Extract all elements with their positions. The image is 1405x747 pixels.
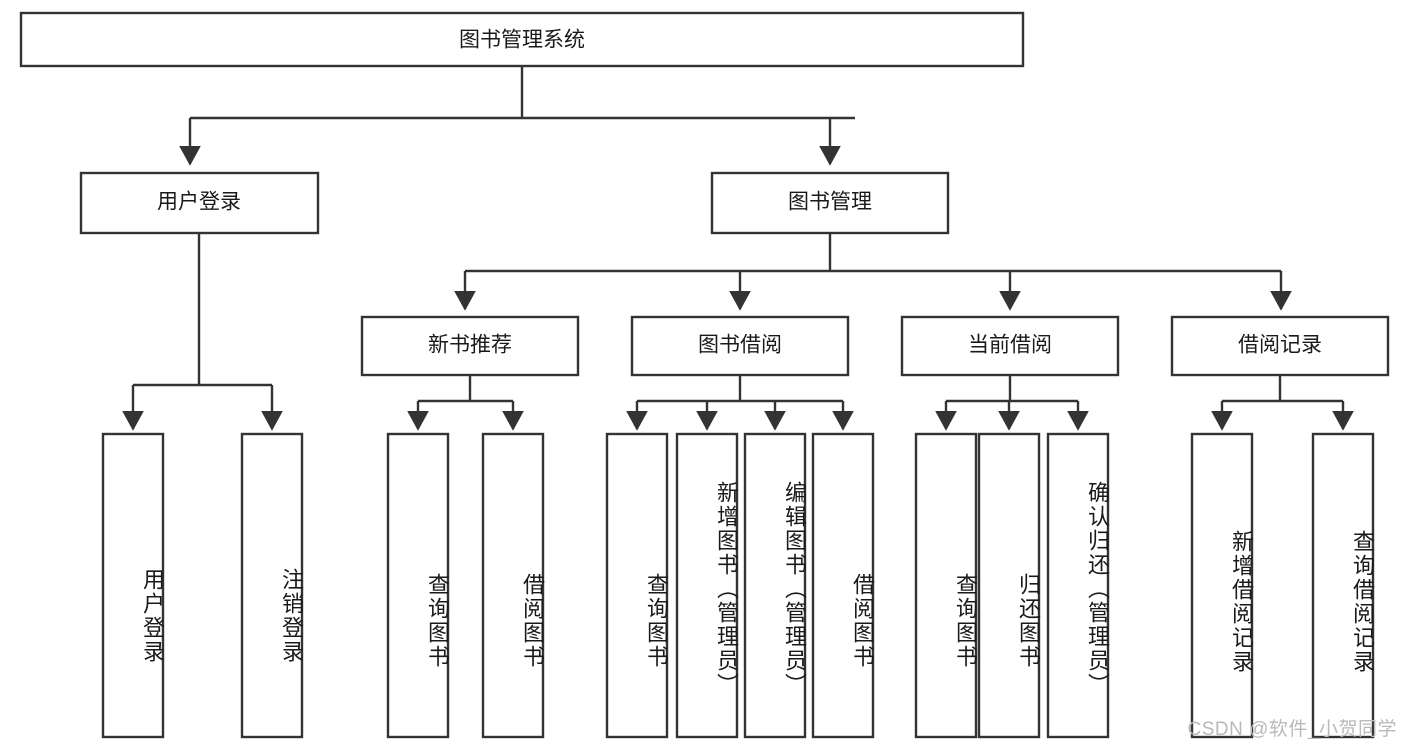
node-borrow-record-label: 借阅记录 (1238, 334, 1322, 357)
node-leaf[interactable] (811, 432, 875, 739)
node-current-borrow-label: 当前借阅 (968, 334, 1052, 357)
node-new-book-recommend[interactable]: 新书推荐 (360, 315, 580, 377)
connector-root-to-level2 (179, 66, 855, 166)
node-leaf[interactable] (605, 432, 669, 739)
node-book-borrow-label: 图书借阅 (698, 334, 782, 357)
node-leaf[interactable] (240, 432, 304, 739)
node-leaf[interactable] (1046, 432, 1110, 739)
node-leaf[interactable] (481, 432, 545, 739)
node-current-borrow[interactable]: 当前借阅 (900, 315, 1120, 377)
node-leaf[interactable] (1190, 432, 1254, 739)
watermark-text: CSDN @软件_小贺同学 (1187, 719, 1397, 740)
node-leaf[interactable] (386, 432, 450, 739)
node-leaf[interactable] (977, 432, 1041, 739)
node-book-borrow[interactable]: 图书借阅 (630, 315, 850, 377)
node-new-book-recommend-label: 新书推荐 (428, 334, 512, 357)
node-user-login[interactable]: 用户登录 (79, 171, 320, 235)
node-borrow-record[interactable]: 借阅记录 (1170, 315, 1390, 377)
node-root[interactable]: 图书管理系统 (19, 11, 1025, 68)
node-user-login-label: 用户登录 (157, 191, 241, 214)
node-leaf[interactable] (675, 432, 739, 739)
connector-bookmgmt-to-level3 (454, 233, 1292, 311)
node-leaf[interactable] (1311, 432, 1375, 739)
node-leaf[interactable] (101, 432, 165, 739)
node-leaf[interactable] (914, 432, 978, 739)
connector-borrow-to-leaves (626, 375, 854, 431)
node-leaf[interactable] (743, 432, 807, 739)
node-book-management[interactable]: 图书管理 (710, 171, 950, 235)
node-book-management-label: 图书管理 (788, 191, 872, 214)
node-root-label: 图书管理系统 (459, 29, 585, 52)
connector-newbook-to-leaves (407, 375, 524, 431)
connector-current-to-leaves (935, 375, 1089, 431)
connector-userlogin-to-leaves (122, 233, 283, 431)
connector-record-to-leaves (1211, 375, 1354, 431)
